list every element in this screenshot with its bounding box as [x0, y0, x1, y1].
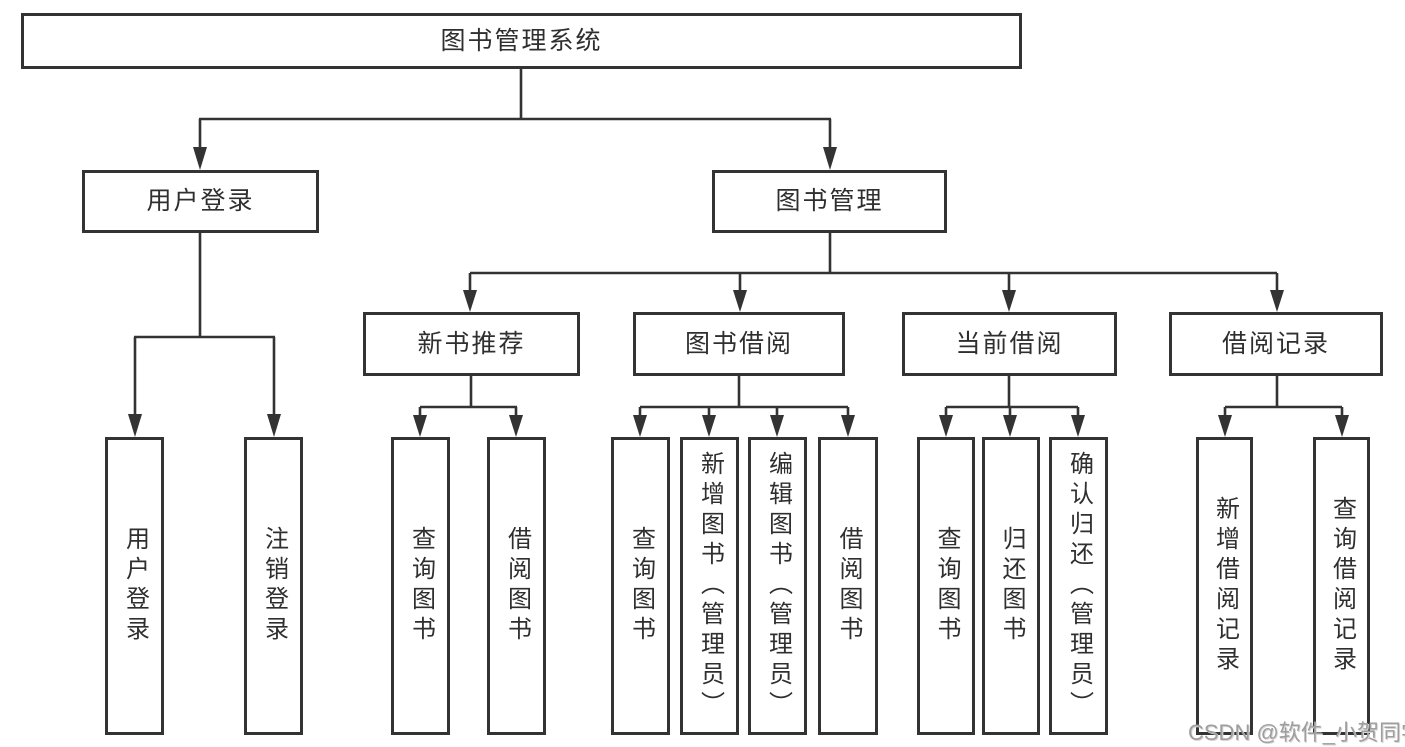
node-root-label: 图书管理系统: [440, 26, 603, 55]
node-book-management: 图书管理: [712, 170, 947, 233]
connector-current-borrow: [939, 376, 1085, 437]
node-root: 图书管理系统: [21, 13, 1022, 69]
node-book-borrow-label: 图书借阅: [684, 329, 793, 358]
node-rec-add-borrow-record: 新增借阅记录: [1196, 437, 1253, 735]
node-borrow-records-label: 借阅记录: [1221, 329, 1330, 358]
node-user-login-action: 用户登录: [105, 437, 164, 735]
node-rec-query-borrow-record: 查询借阅记录: [1313, 437, 1370, 735]
node-book-management-label: 图书管理: [775, 187, 884, 215]
connector-borrow-records: [1218, 376, 1349, 437]
node-nb-query-books: 查询图书: [391, 437, 450, 735]
node-cb-return-books: 归还图书: [982, 437, 1040, 735]
connector-root: [193, 69, 837, 170]
node-nb-borrow-books-label: 借阅图书: [503, 526, 531, 646]
node-bb-borrow-books: 借阅图书: [818, 437, 878, 735]
node-user-login: 用户登录: [82, 170, 319, 233]
node-nb-borrow-books: 借阅图书: [487, 437, 546, 735]
node-bb-query-books-label: 查询图书: [627, 526, 655, 646]
node-bb-edit-books-admin-label: 编辑图书（管理员）: [764, 451, 792, 721]
node-book-borrow: 图书借阅: [633, 312, 845, 376]
node-user-login-action-label: 用户登录: [121, 526, 149, 646]
node-bb-add-books-admin: 新增图书（管理员）: [680, 437, 739, 735]
node-bb-borrow-books-label: 借阅图书: [835, 526, 862, 646]
connector-book-borrow: [633, 376, 855, 437]
node-cb-query-books-label: 查询图书: [933, 526, 960, 646]
node-logout-action: 注销登录: [244, 437, 303, 735]
node-current-borrow: 当前借阅: [902, 312, 1117, 376]
node-bb-add-books-admin-label: 新增图书（管理员）: [696, 451, 724, 721]
node-rec-add-borrow-record-label: 新增借阅记录: [1211, 496, 1239, 676]
node-nb-query-books-label: 查询图书: [407, 526, 435, 646]
node-cb-confirm-return-admin: 确认归还（管理员）: [1049, 437, 1108, 735]
watermark-text: CSDN @软件_小贺同学: [1188, 720, 1405, 745]
node-rec-query-borrow-record-label: 查询借阅记录: [1328, 496, 1356, 676]
node-cb-query-books: 查询图书: [917, 437, 975, 735]
node-new-book-recommend-label: 新书推荐: [417, 329, 526, 358]
connector-book-management: [463, 233, 1284, 312]
node-bb-query-books: 查询图书: [611, 437, 670, 735]
node-cb-return-books-label: 归还图书: [998, 526, 1025, 646]
node-current-borrow-label: 当前借阅: [955, 329, 1064, 358]
node-bb-edit-books-admin: 编辑图书（管理员）: [748, 437, 807, 735]
connector-new-books: [413, 376, 523, 437]
connector-user-login: [128, 233, 281, 437]
node-logout-action-label: 注销登录: [260, 526, 288, 646]
node-cb-confirm-return-admin-label: 确认归还（管理员）: [1065, 451, 1093, 721]
node-borrow-records: 借阅记录: [1169, 312, 1383, 376]
node-new-book-recommend: 新书推荐: [363, 312, 580, 376]
node-user-login-label: 用户登录: [146, 187, 255, 215]
